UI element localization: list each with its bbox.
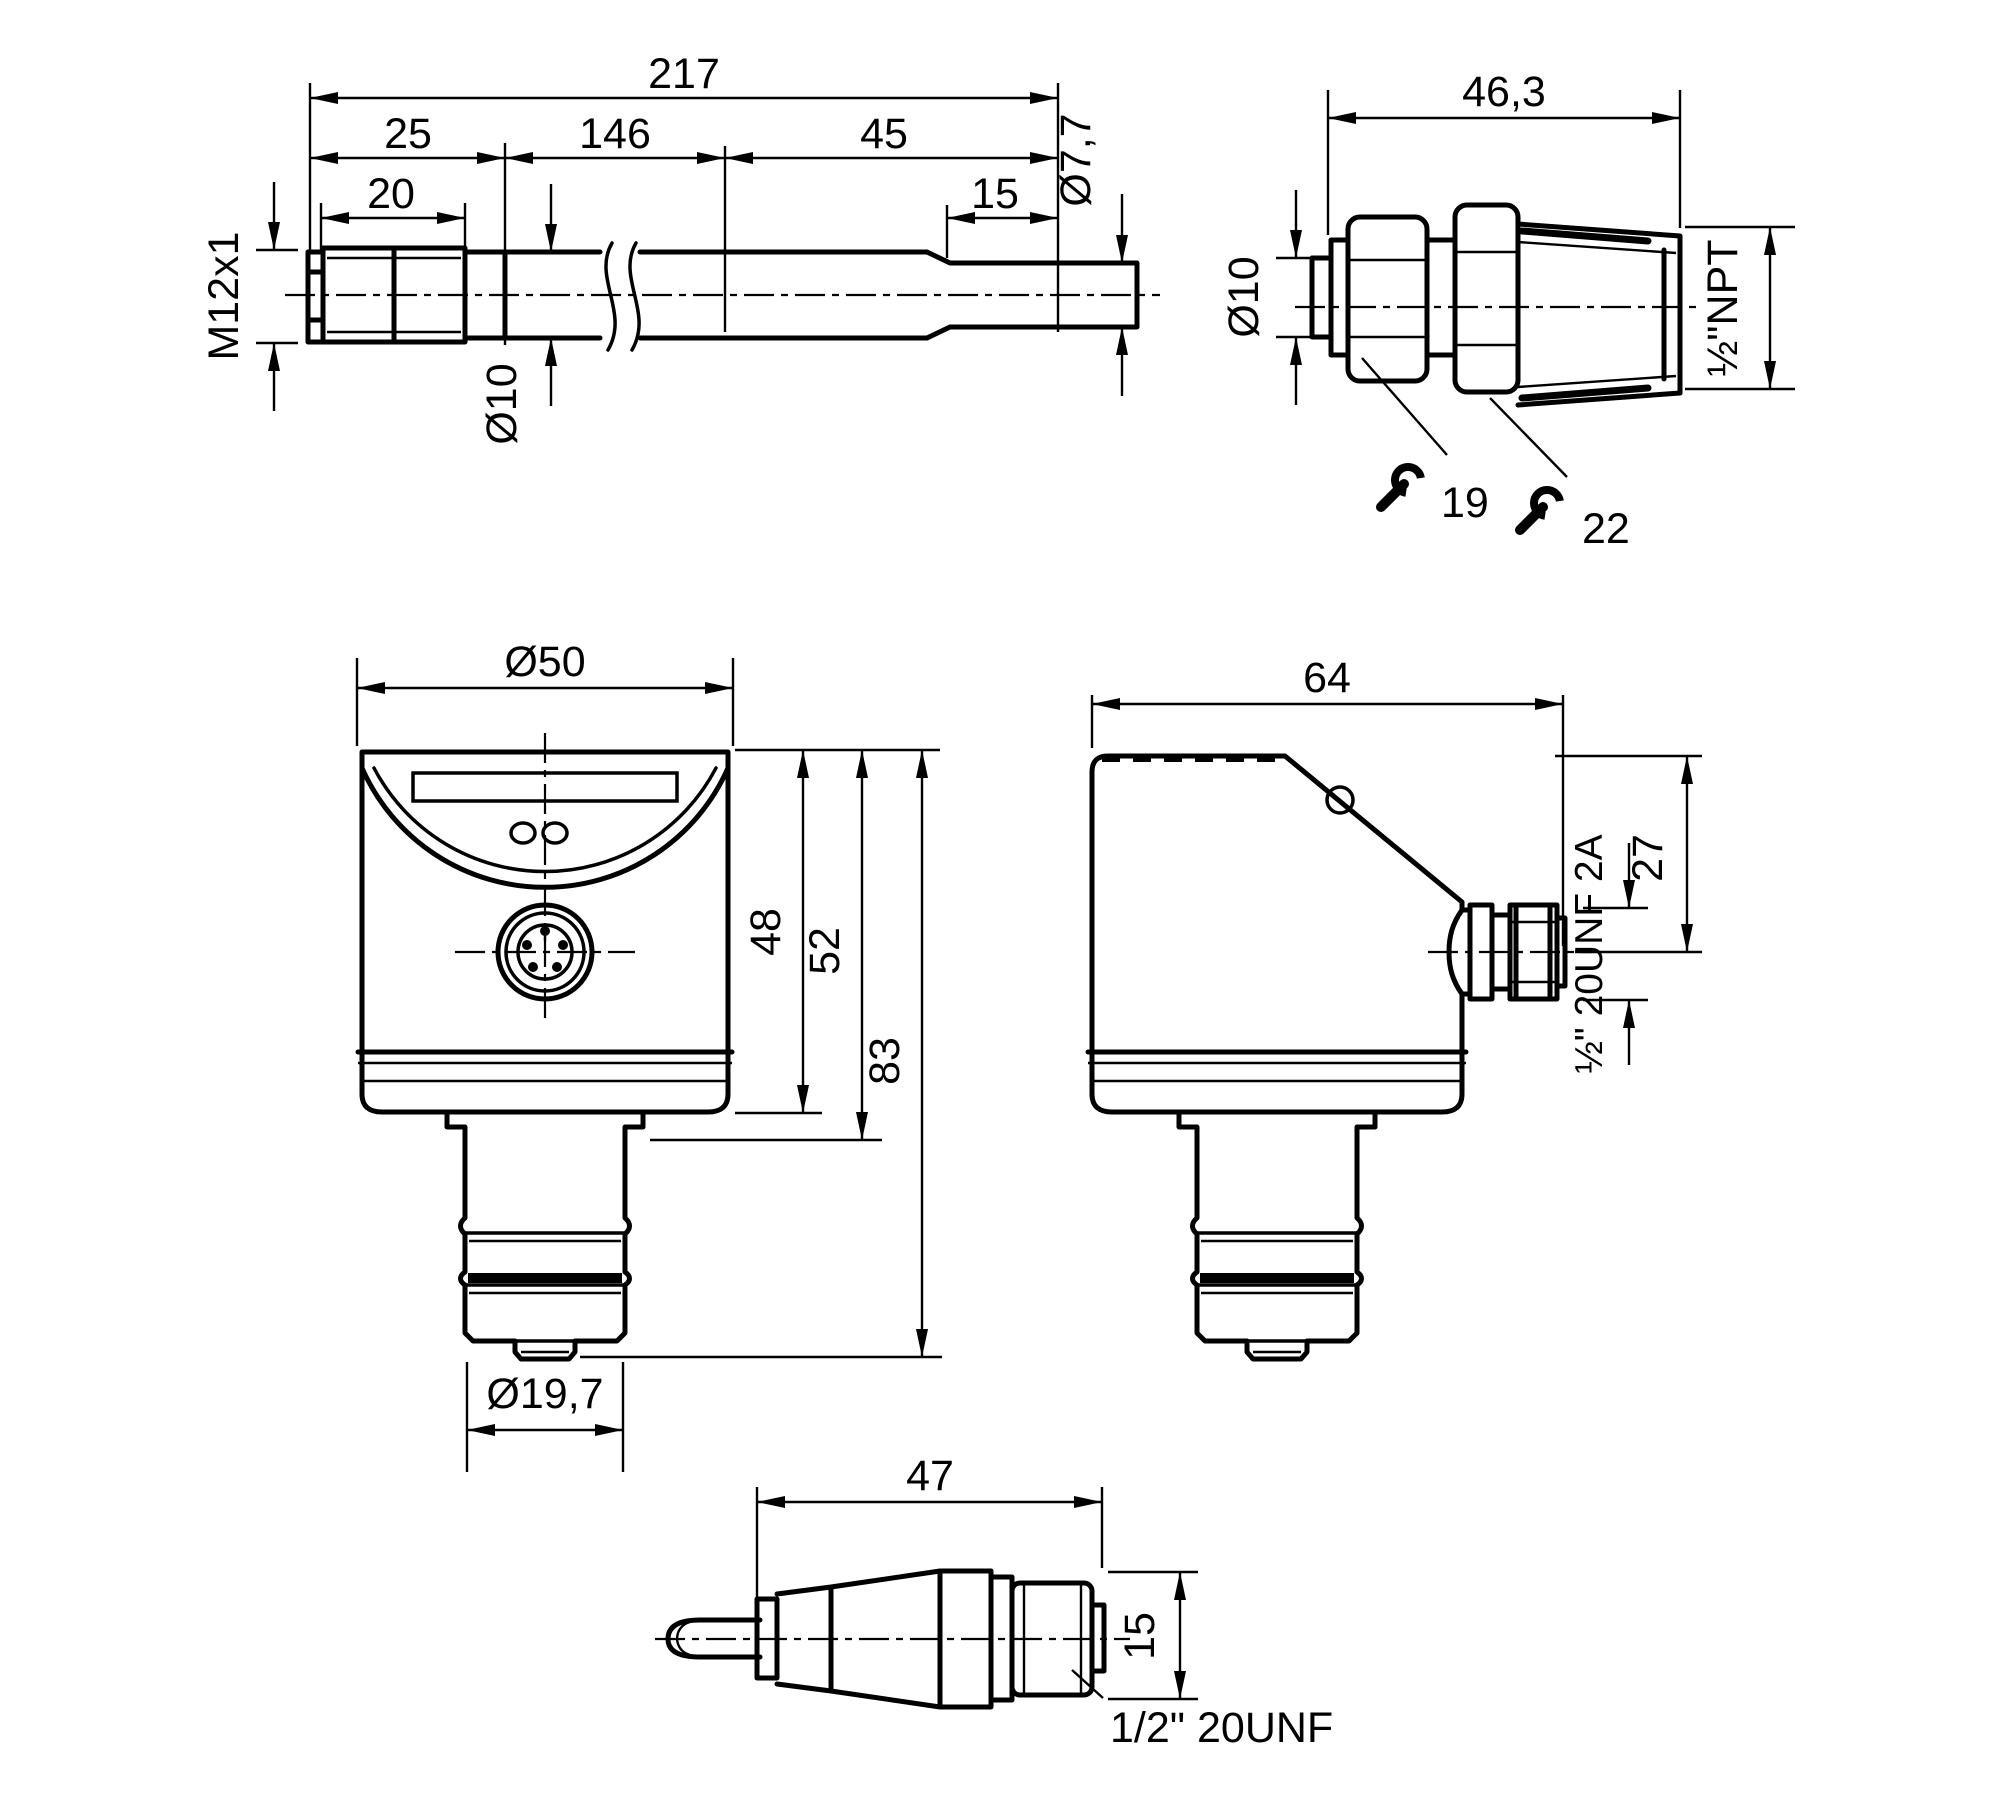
fitting-npt-thread-shading: [1518, 227, 1652, 402]
fitting-npt-thread-minor: [1517, 240, 1677, 389]
probe-end-flange: [305, 249, 326, 345]
front-bottom-band-lines: [358, 1061, 732, 1083]
probe-thread-minor-lines: [327, 256, 461, 334]
label-section-b: 146: [579, 110, 651, 158]
thread-leader-line: [1071, 1669, 1104, 1699]
label-thread-length: 20: [367, 170, 415, 218]
fitting-view: 46,3 Ø10 ½"NPT 19 22: [1220, 68, 1795, 553]
front-right-extensions: [580, 748, 942, 1359]
label-cable-length: 47: [906, 1452, 954, 1500]
side-view: 64 27 ½" 20UNF 2A: [1085, 654, 1702, 1359]
fitting-hex-nut-19-flats: [1348, 258, 1427, 339]
label-section-c: 45: [860, 110, 908, 158]
label-fitting-bore: Ø10: [1220, 256, 1268, 337]
label-height-total: 83: [861, 1037, 909, 1085]
label-section-a: 25: [384, 110, 432, 158]
label-height-body: 48: [742, 908, 790, 956]
label-housing-diameter: Ø50: [504, 638, 585, 686]
front-bottom-band: [355, 1049, 735, 1115]
probe-tip: [924, 249, 1140, 341]
label-height-collar: 52: [801, 927, 849, 975]
fitting-hex-nut-22: [1452, 202, 1521, 395]
side-unf-ticks: [1583, 906, 1648, 1002]
label-total-length: 217: [648, 50, 720, 98]
front-dia197-extensions: [465, 1362, 625, 1472]
fitting-tube-stub: [1309, 255, 1334, 340]
label-depth: 64: [1303, 654, 1351, 702]
label-shaft-diameter: Ø10: [478, 363, 526, 444]
m12-ticks: [256, 248, 298, 345]
probe-shaft: [462, 249, 930, 341]
probe-break-symbol: [604, 241, 641, 352]
side-housing-outline: [1089, 753, 1465, 1055]
fitting-washer: [1328, 237, 1351, 358]
label-wrench-22: 22: [1582, 505, 1630, 553]
side-bottom-band-lines: [1088, 1061, 1466, 1083]
fitting-npt-thread: [1515, 221, 1683, 408]
fitting-neck: [1424, 237, 1458, 358]
front-display-dome-arc-inner: [372, 766, 718, 874]
probe-view: 217 25 146 45 20 15 M12x1 Ø10 Ø7,7: [200, 50, 1160, 445]
label-tip-length: 15: [971, 170, 1019, 218]
label-wrench-19: 19: [1441, 479, 1489, 527]
side-probe-section: [1179, 1112, 1375, 1359]
label-fitting-npt: ½"NPT: [1699, 239, 1747, 376]
label-cable-thread: 1/2" 20UNF: [1110, 1704, 1333, 1752]
label-tip-diameter: Ø7,7: [1052, 113, 1100, 206]
front-dia50-extensions: [355, 658, 735, 746]
led-indicator: [509, 821, 537, 845]
fitting-hex-nut-22-flats: [1455, 250, 1518, 347]
label-nut-size: 15: [1116, 1612, 1164, 1660]
side-bottom-band: [1085, 1049, 1469, 1115]
led-indicator: [541, 821, 569, 845]
fitting-npt-ticks: [1685, 225, 1795, 391]
front-probe-section: [447, 1112, 643, 1359]
setting-screw: [1325, 785, 1355, 815]
wrench-leader-lines: [1361, 357, 1568, 478]
side-connector-thread-minor: [1510, 920, 1557, 984]
side-connector-neck: [1489, 912, 1513, 992]
label-thread-spec: M12x1: [200, 231, 248, 360]
wrench-icon: [1520, 490, 1560, 530]
label-fitting-length: 46,3: [1462, 68, 1546, 116]
wrench-icon: [1381, 467, 1421, 507]
probe-extension-lines: [308, 83, 1060, 345]
fitting-dia10-ticks: [1276, 256, 1328, 339]
fitting-hex-nut-19: [1345, 214, 1430, 384]
cable-connector-view: 47 15 1/2" 20UNF: [655, 1452, 1333, 1752]
front-view: Ø50 48 52 83 Ø19,7: [355, 638, 942, 1472]
label-connector-offset: 27: [1624, 834, 1672, 882]
label-probe-diameter: Ø19,7: [486, 1370, 603, 1418]
label-connector-thread: ½" 20UNF 2A: [1568, 834, 1611, 1073]
side-27-extensions: [1555, 754, 1702, 954]
